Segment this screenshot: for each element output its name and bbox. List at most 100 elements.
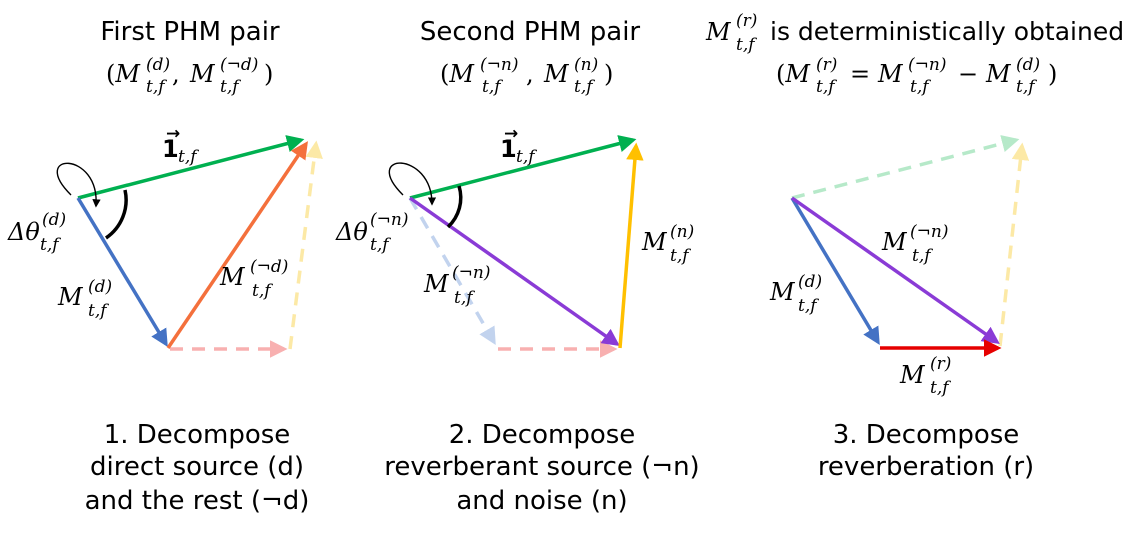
svg-text:t,f: t,f bbox=[670, 246, 691, 266]
svg-text:→: → bbox=[166, 124, 180, 144]
svg-text:(d): (d) bbox=[88, 277, 112, 297]
label-m-notn: M (¬n) t,f bbox=[881, 222, 948, 266]
label-m-n: M (n) t,f bbox=[641, 222, 694, 266]
svg-text:): ) bbox=[604, 60, 613, 88]
svg-text:t,f: t,f bbox=[40, 235, 61, 255]
svg-text:=: = bbox=[850, 60, 870, 88]
svg-text:is deterministically obtained: is deterministically obtained bbox=[770, 17, 1124, 46]
reverberant-source-arrow bbox=[408, 196, 620, 347]
svg-text:(¬d): (¬d) bbox=[250, 257, 288, 277]
label-unit-vector: → 1 t,f bbox=[500, 124, 537, 167]
panel-3-equation: (M (r) t,f = M (¬n) t,f − M (d) t,f ) bbox=[776, 55, 1057, 97]
svg-text:M: M bbox=[899, 361, 926, 389]
label-m-notn: M (¬n) t,f bbox=[423, 263, 490, 308]
svg-text:and noise (n): and noise (n) bbox=[456, 486, 627, 516]
svg-text:t,f: t,f bbox=[146, 77, 167, 97]
rotation-arrow bbox=[388, 162, 437, 206]
svg-text:(M: (M bbox=[776, 60, 811, 88]
svg-text:M: M bbox=[423, 270, 450, 298]
svg-text:,: , bbox=[526, 60, 534, 88]
svg-text:(d): (d) bbox=[146, 55, 170, 75]
svg-text:→: → bbox=[504, 124, 518, 144]
svg-text:(¬n): (¬n) bbox=[480, 55, 518, 75]
svg-text:M: M bbox=[57, 283, 84, 311]
svg-text:M: M bbox=[543, 60, 570, 88]
dashed-unit-vector bbox=[791, 135, 1020, 200]
svg-text:t,f: t,f bbox=[574, 77, 595, 97]
panel-2-caption: 2. Decompose reverberant source (¬n) and… bbox=[384, 420, 699, 516]
svg-text:t,f: t,f bbox=[912, 246, 933, 266]
rotation-arrow bbox=[56, 162, 101, 208]
svg-text:and the rest (¬d): and the rest (¬d) bbox=[85, 486, 310, 516]
svg-text:1. Decompose: 1. Decompose bbox=[104, 420, 291, 450]
svg-text:t,f: t,f bbox=[930, 378, 951, 398]
svg-text:M: M bbox=[219, 263, 246, 291]
label-m-d: M (d) t,f bbox=[57, 277, 112, 321]
svg-text:t,f: t,f bbox=[454, 288, 475, 308]
panel-3-caption: 3. Decompose reverberation (r) bbox=[818, 420, 1034, 482]
svg-text:(M: (M bbox=[440, 60, 475, 88]
label-unit-vector: → 1 t,f bbox=[162, 124, 199, 167]
svg-text:): ) bbox=[264, 60, 273, 88]
svg-text:(r): (r) bbox=[816, 55, 837, 75]
label-m-notd: M (¬d) t,f bbox=[219, 257, 288, 301]
unit-vector-arrow bbox=[77, 135, 305, 200]
panel-3-title: M (r) t,f is deterministically obtained bbox=[705, 11, 1124, 55]
angle-arc bbox=[446, 185, 463, 229]
svg-text:direct source (d): direct source (d) bbox=[90, 452, 304, 482]
svg-text:reverberant source (¬n): reverberant source (¬n) bbox=[384, 452, 699, 482]
svg-text:t,f: t,f bbox=[910, 77, 931, 97]
svg-text:M: M bbox=[985, 60, 1012, 88]
svg-text:(M: (M bbox=[106, 60, 141, 88]
panel-2: Second PHM pair (M (¬n) t,f , M (n) t,f … bbox=[335, 17, 700, 516]
noise-arrow bbox=[618, 142, 644, 349]
direct-source-arrow bbox=[76, 197, 168, 347]
svg-text:1: 1 bbox=[162, 135, 179, 163]
svg-text:(d): (d) bbox=[798, 272, 822, 292]
svg-text:(¬n): (¬n) bbox=[452, 263, 490, 283]
panel-2-pair: (M (¬n) t,f , M (n) t,f ) bbox=[440, 55, 613, 97]
panel-2-title: Second PHM pair bbox=[420, 17, 641, 47]
svg-text:(r): (r) bbox=[736, 11, 757, 31]
panel-1-caption: 1. Decompose direct source (d) and the r… bbox=[85, 420, 310, 516]
panel-1-pair: (M (d) t,f , M (¬d) t,f ) bbox=[106, 55, 273, 97]
svg-text:t,f: t,f bbox=[88, 301, 109, 321]
svg-text:(¬d): (¬d) bbox=[220, 55, 258, 75]
svg-text:,: , bbox=[172, 60, 180, 88]
svg-text:(n): (n) bbox=[574, 55, 598, 75]
svg-text:M: M bbox=[705, 18, 732, 46]
svg-text:t,f: t,f bbox=[816, 77, 837, 97]
svg-text:t,f: t,f bbox=[516, 147, 537, 167]
svg-text:t,f: t,f bbox=[798, 296, 819, 316]
panel-1-title: First PHM pair bbox=[100, 17, 280, 47]
panel-3: M (r) t,f is deterministically obtained … bbox=[705, 11, 1124, 482]
svg-text:t,f: t,f bbox=[482, 77, 503, 97]
svg-text:M: M bbox=[877, 60, 904, 88]
svg-text:(n): (n) bbox=[670, 222, 694, 242]
rest-arrow bbox=[166, 141, 308, 349]
svg-text:Δθ: Δθ bbox=[335, 218, 368, 246]
panel-1: First PHM pair (M (d) t,f , M (¬d) t,f )… bbox=[7, 17, 323, 516]
svg-text:t,f: t,f bbox=[736, 35, 757, 55]
svg-text:3. Decompose: 3. Decompose bbox=[833, 420, 1020, 450]
angle-arc bbox=[104, 189, 128, 240]
svg-text:(¬n): (¬n) bbox=[908, 55, 946, 75]
label-m-r: M (r) t,f bbox=[899, 354, 951, 398]
svg-text:M: M bbox=[189, 60, 216, 88]
svg-text:M: M bbox=[769, 278, 796, 306]
label-delta-theta-notn: Δθ (¬n) t,f bbox=[335, 210, 408, 255]
label-delta-theta-d: Δθ (d) t,f bbox=[7, 210, 66, 255]
dashed-noise-vector bbox=[998, 142, 1030, 347]
dashed-yellow-vector bbox=[288, 140, 323, 350]
svg-text:t,f: t,f bbox=[252, 281, 273, 301]
svg-text:(¬n): (¬n) bbox=[370, 210, 408, 230]
svg-text:M: M bbox=[881, 228, 908, 256]
svg-text:reverberation (r): reverberation (r) bbox=[818, 452, 1034, 482]
svg-text:(r): (r) bbox=[930, 354, 951, 374]
dashed-direct-vector bbox=[408, 197, 496, 346]
svg-text:(¬n): (¬n) bbox=[910, 222, 948, 242]
label-m-d: M (d) t,f bbox=[769, 272, 822, 316]
svg-text:t,f: t,f bbox=[178, 147, 199, 167]
svg-text:−: − bbox=[958, 60, 978, 88]
